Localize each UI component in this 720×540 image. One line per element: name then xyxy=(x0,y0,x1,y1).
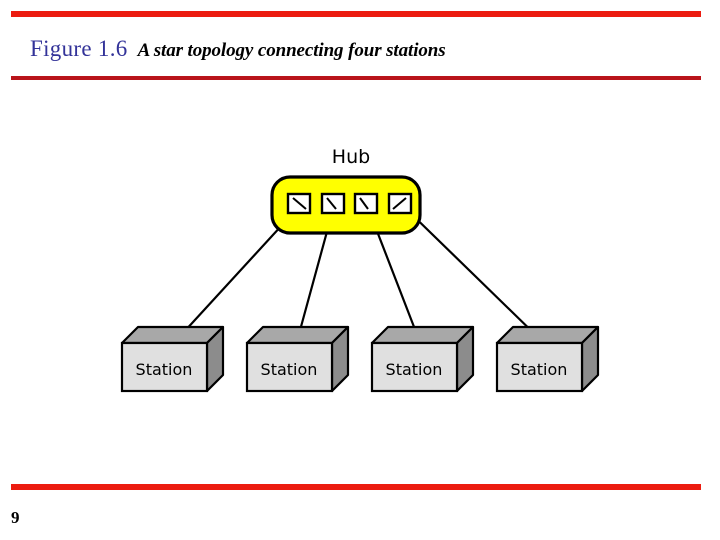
figure-number: Figure 1.6 xyxy=(30,36,128,61)
station-1-label: Station xyxy=(136,360,193,379)
hub-body xyxy=(270,175,422,235)
station-node-4[interactable]: Station xyxy=(495,325,600,393)
figure-caption: A star topology connecting four stations xyxy=(137,40,446,61)
hub-port-2[interactable] xyxy=(320,192,346,215)
hub-port-3[interactable] xyxy=(353,192,379,215)
link-hub-to-station-4 xyxy=(394,197,548,347)
station-node-2[interactable]: Station xyxy=(245,325,350,393)
page-number: 9 xyxy=(11,508,20,527)
station-3-label: Station xyxy=(386,360,443,379)
port-stub-1 xyxy=(292,197,307,210)
top-red-rule xyxy=(11,11,701,17)
hub-node[interactable]: Hub xyxy=(270,146,422,235)
station-node-3[interactable]: Station xyxy=(370,325,475,393)
station-3-front xyxy=(370,341,459,393)
station-4-label: Station xyxy=(511,360,568,379)
bottom-red-rule xyxy=(11,484,701,490)
port-stub-4 xyxy=(392,197,407,210)
station-1-front xyxy=(120,341,209,393)
station-node-1[interactable]: Station xyxy=(120,325,225,393)
figure-title: Figure 1.6 A star topology connecting fou… xyxy=(30,36,446,62)
station-2-front xyxy=(245,341,334,393)
station-2-label: Station xyxy=(261,360,318,379)
port-stub-2 xyxy=(326,197,337,210)
station-4-front xyxy=(495,341,584,393)
title-underline-rule xyxy=(11,76,701,80)
port-stub-3 xyxy=(359,197,369,210)
hub-label: Hub xyxy=(332,146,370,168)
